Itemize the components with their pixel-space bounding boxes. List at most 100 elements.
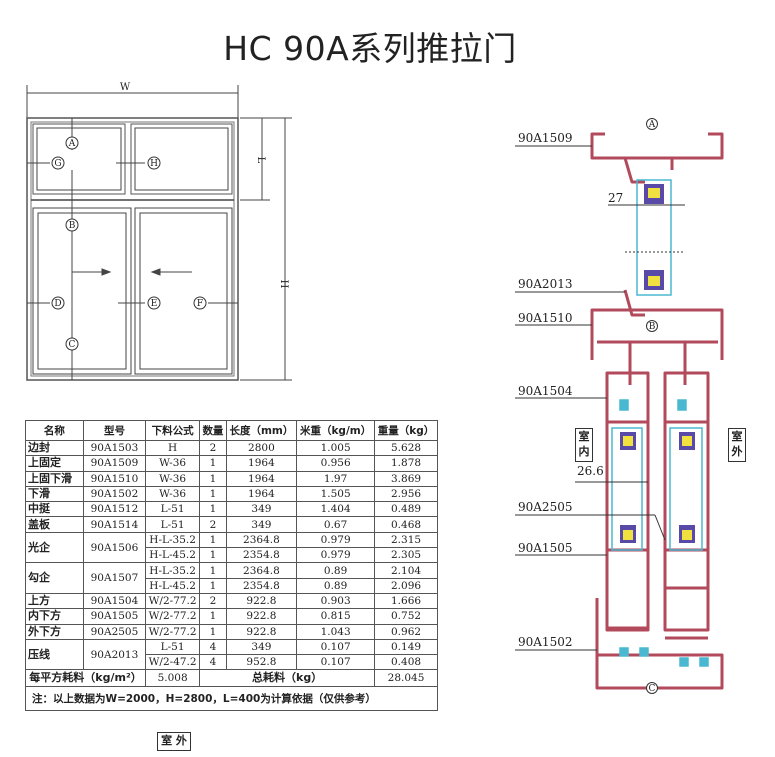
cut-quantity: 1 [199, 501, 227, 518]
cut-formula: L-51 [145, 516, 201, 533]
cut-formula: W-36 [145, 455, 201, 472]
cut-quantity: 1 [199, 577, 227, 594]
part-name: 边封 [25, 439, 84, 457]
column-header: 名称 [25, 420, 84, 441]
cut-quantity: 1 [199, 531, 227, 549]
dim-w-label: W [120, 82, 131, 93]
part-model: 90A1504 [82, 592, 147, 610]
cut-quantity: 1 [199, 623, 227, 640]
unit-weight: 0.107 [296, 638, 376, 656]
weight: 2.315 [374, 531, 438, 549]
marker-g: G [54, 159, 61, 169]
weight: 0.468 [374, 516, 438, 533]
weight: 2.305 [374, 547, 438, 564]
outdoor-label: 室外 [728, 428, 746, 462]
cut-length: 2354.8 [225, 577, 298, 594]
cut-length: 349 [225, 516, 298, 533]
weight: 2.956 [374, 485, 438, 503]
weight: 1.666 [374, 592, 438, 610]
unit-weight: 0.979 [296, 547, 376, 564]
part-name: 勾企 [25, 562, 84, 594]
part-model: 90A1510 [82, 470, 147, 487]
label-90A1510: 90A1510 [518, 311, 572, 325]
unit-weight: 0.67 [296, 516, 376, 533]
part-model: 90A1514 [82, 516, 147, 533]
part-name: 外下方 [25, 623, 84, 640]
unit-weight: 1.404 [296, 501, 376, 518]
part-model: 90A2505 [82, 623, 147, 640]
profile-sash-inner [605, 371, 650, 632]
cut-quantity: 1 [199, 608, 227, 625]
part-name: 下滑 [25, 485, 84, 503]
cut-quantity: 2 [199, 516, 227, 533]
part-name: 上固定 [25, 455, 84, 472]
elevation-drawing: W L H A G H B D E F C [26, 82, 292, 381]
unit-weight: 1.505 [296, 485, 376, 503]
cut-length: 349 [225, 638, 298, 656]
cut-formula: H-L-35.2 [145, 531, 201, 549]
cut-length: 2354.8 [225, 547, 298, 564]
cut-length: 2800 [225, 439, 298, 457]
cut-formula: W/2-77.2 [145, 623, 201, 640]
part-model: 90A1506 [82, 531, 147, 564]
per-sqm-label: 每平方耗料（kg/m²） [24, 669, 147, 688]
table-note: 注：以上数据为W=2000，H=2800，L=400为计算依据（仅供参考） [25, 686, 438, 712]
unit-weight: 0.903 [296, 592, 376, 610]
marker-a: A [648, 120, 656, 130]
total-value: 28.045 [374, 669, 438, 688]
profile-sash-outer [663, 371, 710, 632]
label-90A1502: 90A1502 [518, 635, 572, 649]
unit-weight: 0.107 [296, 654, 376, 671]
per-sqm-value: 5.008 [145, 669, 201, 688]
cut-quantity: 2 [199, 592, 227, 610]
marker-c: C [69, 340, 76, 350]
cut-formula: H-L-35.2 [145, 562, 201, 579]
column-header: 米重（kg/m） [296, 420, 376, 441]
cut-quantity: 1 [199, 455, 227, 472]
marker-b: B [69, 221, 76, 231]
cut-formula: H [145, 439, 201, 457]
part-name: 盖板 [25, 516, 84, 533]
unit-weight: 0.89 [296, 577, 376, 594]
unit-weight: 0.815 [296, 608, 376, 625]
unit-weight: 0.89 [296, 562, 376, 579]
dim-26-6: 26.6 [577, 464, 604, 478]
cut-length: 922.8 [225, 592, 298, 610]
marker-c: C [649, 684, 656, 694]
cut-quantity: 4 [199, 654, 227, 671]
label-90A1509: 90A1509 [518, 131, 572, 145]
cut-formula: W/2-77.2 [145, 592, 201, 610]
part-name: 中挺 [25, 501, 84, 518]
cut-length: 2364.8 [225, 562, 298, 579]
bottom-outdoor-label: 室 外 [157, 732, 191, 751]
weight: 1.878 [374, 455, 438, 472]
weight: 0.962 [374, 623, 438, 640]
page-title: HC 90A系列推拉门 [223, 29, 517, 68]
cut-quantity: 1 [199, 562, 227, 579]
unit-weight: 0.979 [296, 531, 376, 549]
cut-quantity: 1 [199, 470, 227, 487]
note-row: 注：以上数据为W=2000，H=2800，L=400为计算依据（仅供参考） [25, 686, 438, 712]
cut-length: 1964 [225, 470, 298, 487]
weight: 0.149 [374, 638, 438, 656]
part-model: 90A1509 [82, 455, 147, 472]
column-header: 下料公式 [145, 420, 201, 441]
cut-quantity: 1 [199, 485, 227, 503]
marker-f: F [197, 299, 203, 309]
part-model: 90A2013 [82, 638, 147, 671]
cut-length: 922.8 [225, 608, 298, 625]
cut-formula: W/2-77.2 [145, 608, 201, 625]
